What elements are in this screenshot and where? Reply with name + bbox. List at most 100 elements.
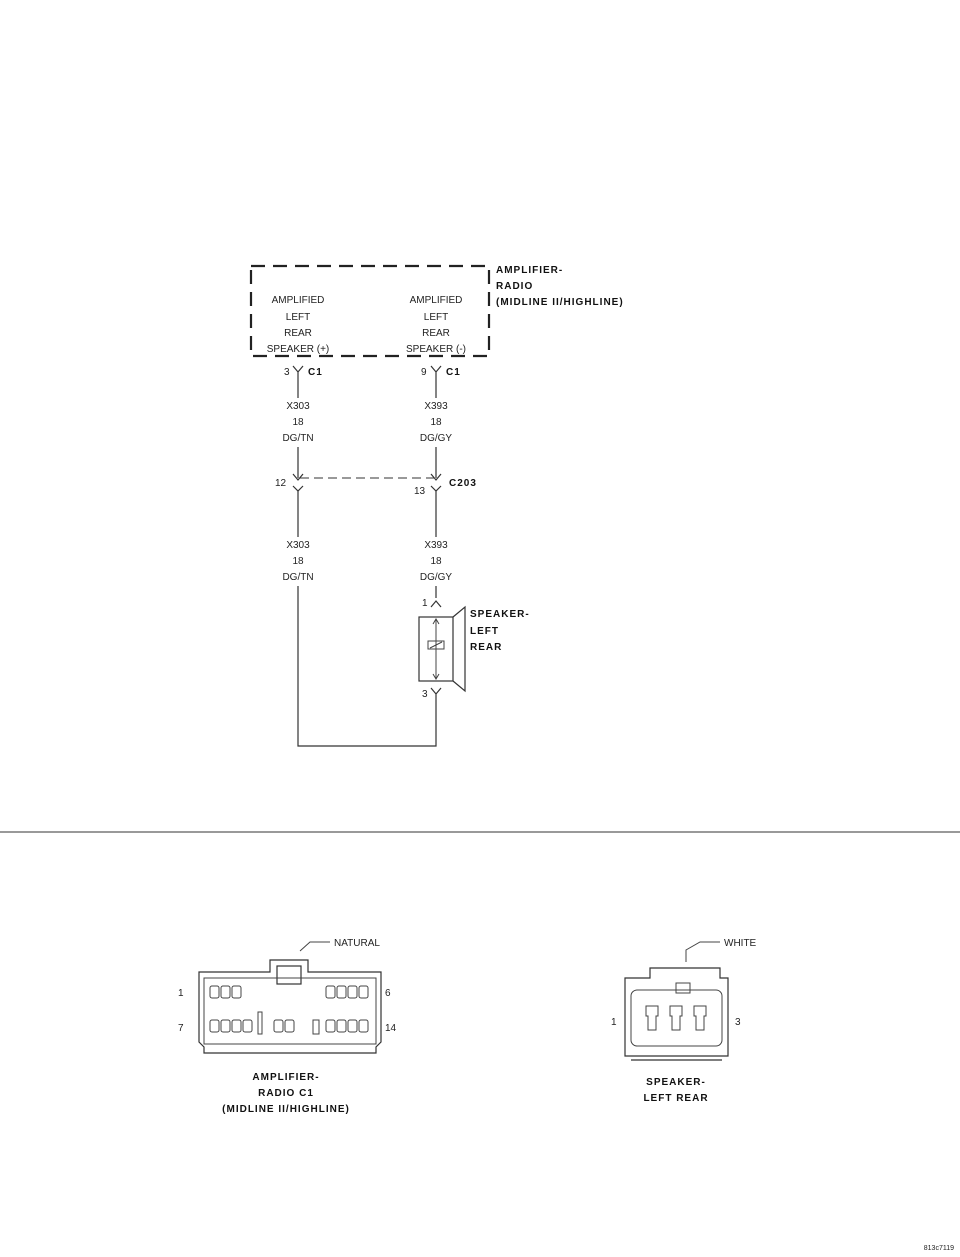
connector-c203: 12 13 C203 [275,473,477,497]
amp-cavity [209,1019,220,1033]
amp-caption: AMPLIFIER- RADIO C1 (MIDLINE II/HIGHLINE… [222,1072,349,1115]
speaker-connector-view: WHITE 1 3 SPEAKER- LEFT REAR [611,938,757,1104]
speaker-label-line-2: LEFT [470,626,499,637]
amp-bottom-row-cavities [209,1011,369,1035]
spk-pin-right: 3 [735,1017,741,1028]
wire-left-lower-circuit: X303 [286,540,310,551]
spk-latch-icon [675,982,691,994]
connector-c1: 3 C1 9 C1 [284,365,461,382]
amplifier-radio-component: AMPLIFIER- RADIO (MIDLINE II/HIGHLINE) A… [249,264,624,358]
amp-top-row-cavities [209,985,369,999]
amp-cavity [284,1019,295,1033]
wire-left-upper-gauge: 18 [292,417,304,428]
spk-cavity [645,1005,659,1031]
component-title-line-1: AMPLIFIER- [496,265,563,276]
wire-left-upper-circuit: X303 [286,401,310,412]
wire-left-lower: X303 18 DG/TN [282,491,437,747]
pin-right-line-1: AMPLIFIED [410,295,463,306]
amp-cavity [336,1019,347,1033]
spk-callout-leader [685,941,720,962]
amp-pin-top-right: 6 [385,988,391,999]
component-dashed-outline [249,264,491,358]
wire-left-lower-color: DG/TN [282,572,313,583]
c203-left-arrow-icon [292,473,304,481]
speaker-coil-icon [427,640,445,650]
spk-caption-line-2: LEFT REAR [643,1093,708,1104]
speaker-body [418,616,454,682]
c1-right-pin-number: 9 [421,367,427,378]
spk-inner-frame [630,989,723,1047]
amp-cavity [347,985,358,999]
c203-label: C203 [449,478,477,489]
speaker-left-rear: 1 3 SPEAKER- LEFT REAR [418,598,529,700]
amp-inner-frame [203,977,377,1045]
amp-color-callout: NATURAL [334,938,380,949]
amp-cavity [220,1019,231,1033]
wire-right-lower: X393 18 DG/GY [420,491,453,598]
amp-latch-icon [276,965,302,985]
pin-left-line-4: SPEAKER (+) [267,344,330,355]
wire-right-upper-gauge: 18 [430,417,442,428]
c1-left-label: C1 [308,367,323,378]
speaker-coil-slash [429,641,443,649]
speaker-cone-icon [452,605,466,693]
amp-cavity [220,985,231,999]
amp-caption-line-1: AMPLIFIER- [252,1072,319,1083]
amp-cavity [358,985,369,999]
c1-left-pin-number: 3 [284,367,290,378]
spk-caption-line-1: SPEAKER- [646,1077,706,1088]
wire-left-upper-color: DG/TN [282,433,313,444]
amplifier-connector-view: NATURAL 1 6 7 [178,938,397,1115]
spk-color-callout: WHITE [724,938,757,949]
c203-right-pin-number: 13 [414,486,426,497]
wire-right-upper-color: DG/GY [420,433,453,444]
spk-pin-left: 1 [611,1017,617,1028]
amp-cavity [231,1019,242,1033]
amp-cavity [325,1019,336,1033]
c1-right-terminal-icon [430,365,442,382]
amp-cavity [209,985,220,999]
c1-right-label: C1 [446,367,461,378]
spk-housing-outline [624,967,729,1057]
amp-cavity [231,985,242,999]
wire-left-lower-gauge: 18 [292,556,304,567]
amp-cavity [325,985,336,999]
pin-right-line-3: REAR [422,328,450,339]
pin-right-line-4: SPEAKER (-) [406,344,466,355]
pin-right-line-2: LEFT [424,312,448,323]
spk-cavity [669,1005,683,1031]
amp-pin-top-left: 1 [178,988,184,999]
amp-key-slot [257,1011,263,1035]
pin-label-speaker-positive: AMPLIFIED LEFT REAR SPEAKER (+) [267,295,330,355]
amp-housing-outline [198,959,382,1054]
speaker-label-line-3: REAR [470,642,502,653]
pin-left-line-2: LEFT [286,312,310,323]
amp-cavity [242,1019,253,1033]
c203-left-socket-icon [292,485,304,492]
spk-caption: SPEAKER- LEFT REAR [643,1077,708,1104]
wire-right-lower-circuit: X393 [424,540,448,551]
c203-right-socket-icon [430,485,442,492]
wire-right-lower-gauge: 18 [430,556,442,567]
wire-right-lower-color: DG/GY [420,572,453,583]
speaker-top-terminal-icon [430,600,442,608]
wire-right-upper-circuit: X393 [424,401,448,412]
spk-cavity [693,1005,707,1031]
amp-caption-line-2: RADIO C1 [258,1088,314,1099]
wire-left-return-path [297,586,437,747]
pin-left-line-3: REAR [284,328,312,339]
component-title-line-2: RADIO [496,281,533,292]
component-title-line-3: (MIDLINE II/HIGHLINE) [496,297,624,308]
amp-cavity [358,1019,369,1033]
c1-left-terminal-icon [292,365,304,382]
spk-cavities [645,1005,707,1031]
speaker-bottom-terminal-icon [430,687,442,698]
c203-right-arrow-icon [430,473,442,481]
amp-cavity [273,1019,284,1033]
pin-label-speaker-negative: AMPLIFIED LEFT REAR SPEAKER (-) [406,295,466,355]
wire-left-upper: X303 18 DG/TN [282,382,314,478]
pin-left-line-1: AMPLIFIED [272,295,325,306]
speaker-pin-top: 1 [422,598,428,609]
amp-cavity [336,985,347,999]
